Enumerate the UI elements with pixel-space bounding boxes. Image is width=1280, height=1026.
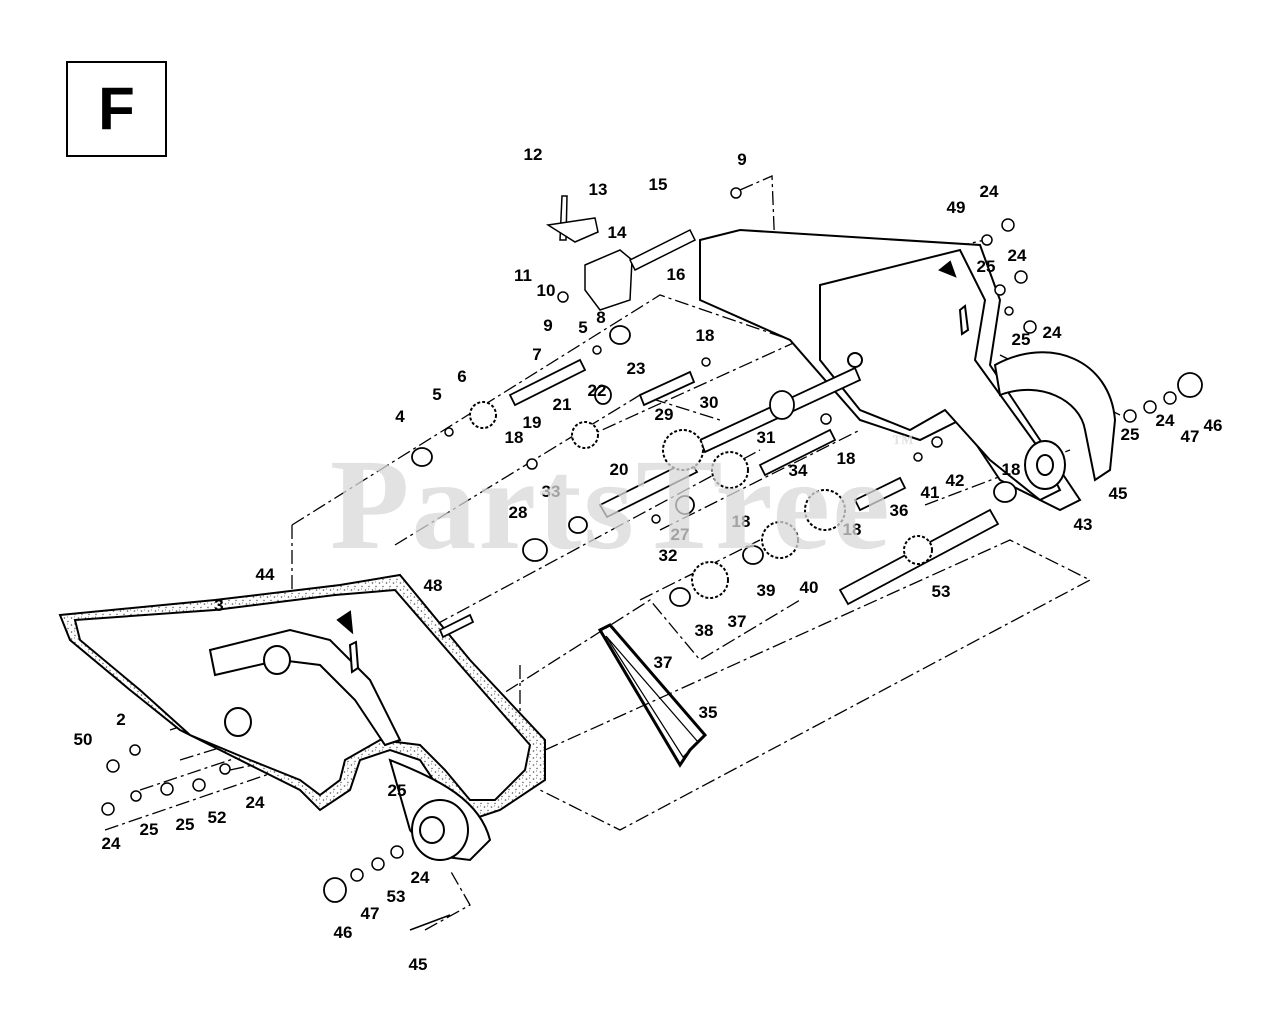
callout-label: 24 bbox=[1156, 411, 1175, 430]
callout-label: 53 bbox=[932, 582, 951, 601]
callout-label: 43 bbox=[1074, 515, 1093, 534]
callout-label: 7 bbox=[532, 345, 541, 364]
callout-label: 25 bbox=[1012, 330, 1031, 349]
callout-label: 53 bbox=[387, 887, 406, 906]
callout-label: 41 bbox=[921, 483, 940, 502]
callout-label: 24 bbox=[246, 793, 265, 812]
callout-label: 6 bbox=[457, 367, 466, 386]
callout-label: 32 bbox=[659, 546, 678, 565]
callout-label: 37 bbox=[654, 653, 673, 672]
callout-label: 25 bbox=[388, 781, 407, 800]
callout-label: 52 bbox=[208, 808, 227, 827]
callout-label: 50 bbox=[74, 730, 93, 749]
callout-label: 24 bbox=[980, 182, 999, 201]
drive-chain bbox=[597, 623, 708, 768]
right-housing bbox=[699, 228, 1117, 512]
callout-label: 34 bbox=[789, 461, 808, 480]
callout-label: 3 bbox=[214, 596, 223, 615]
callout-label: 28 bbox=[509, 503, 528, 522]
callout-label: 46 bbox=[1204, 416, 1223, 435]
callout-label: 8 bbox=[596, 308, 605, 327]
section-label-box: F bbox=[66, 61, 167, 157]
callout-label: 27 bbox=[671, 525, 690, 544]
callout-label: 29 bbox=[655, 405, 674, 424]
callout-label: 18 bbox=[696, 326, 715, 345]
left-housing bbox=[58, 573, 546, 862]
callout-label: 21 bbox=[553, 395, 572, 414]
callout-label: 11 bbox=[514, 266, 532, 285]
callout-label: 13 bbox=[589, 180, 608, 199]
callout-label: 48 bbox=[424, 576, 443, 595]
callout-label: 42 bbox=[946, 471, 965, 490]
callout-label: 24 bbox=[1043, 323, 1062, 342]
callout-label: 35 bbox=[699, 703, 718, 722]
callout-label: 12 bbox=[524, 145, 543, 164]
callout-label: 2 bbox=[116, 710, 125, 729]
callout-label: 18 bbox=[837, 449, 856, 468]
callout-label: 19 bbox=[523, 413, 542, 432]
callout-label: 33 bbox=[542, 482, 561, 501]
callout-label: 47 bbox=[1181, 427, 1200, 446]
callout-label: 9 bbox=[543, 316, 552, 335]
callout-label: 18 bbox=[843, 520, 862, 539]
callout-label: 9 bbox=[737, 150, 746, 169]
callout-label: 37 bbox=[728, 612, 747, 631]
section-letter: F bbox=[98, 75, 135, 142]
callout-label: 4 bbox=[395, 407, 405, 426]
callout-label: 18 bbox=[732, 512, 751, 531]
callout-label: 45 bbox=[409, 955, 428, 974]
small-hardware bbox=[101, 187, 1177, 931]
callout-label: 49 bbox=[947, 198, 966, 217]
callout-label: 47 bbox=[361, 904, 380, 923]
callout-label: 20 bbox=[610, 460, 629, 479]
callout-label: 5 bbox=[432, 385, 441, 404]
callout-label: 31 bbox=[757, 428, 776, 447]
callout-label: 22 bbox=[588, 381, 607, 400]
callout-label: 15 bbox=[649, 175, 668, 194]
callout-label: 40 bbox=[800, 578, 819, 597]
callout-label: 45 bbox=[1109, 484, 1128, 503]
callout-label: 25 bbox=[977, 257, 996, 276]
callout-label: 10 bbox=[537, 281, 556, 300]
callout-label: 25 bbox=[140, 820, 159, 839]
callout-label: 24 bbox=[411, 868, 430, 887]
callout-label: 36 bbox=[890, 501, 909, 520]
callout-label: 25 bbox=[176, 815, 195, 834]
callout-label: 46 bbox=[334, 923, 353, 942]
callout-label: 30 bbox=[700, 393, 719, 412]
callout-label: 18 bbox=[505, 428, 524, 447]
callout-label: 24 bbox=[1008, 246, 1027, 265]
callout-label: 14 bbox=[608, 223, 627, 242]
callout-label: 16 bbox=[667, 265, 686, 284]
callout-label: 44 bbox=[256, 565, 275, 584]
callout-label: 18 bbox=[1002, 460, 1021, 479]
callout-label: 5 bbox=[578, 318, 587, 337]
sprockets bbox=[469, 401, 933, 599]
callout-label: 39 bbox=[757, 581, 776, 600]
callout-label: 25 bbox=[1121, 425, 1140, 444]
callout-label: 24 bbox=[102, 834, 121, 853]
callout-label: 38 bbox=[695, 621, 714, 640]
callout-label: 23 bbox=[627, 359, 646, 378]
